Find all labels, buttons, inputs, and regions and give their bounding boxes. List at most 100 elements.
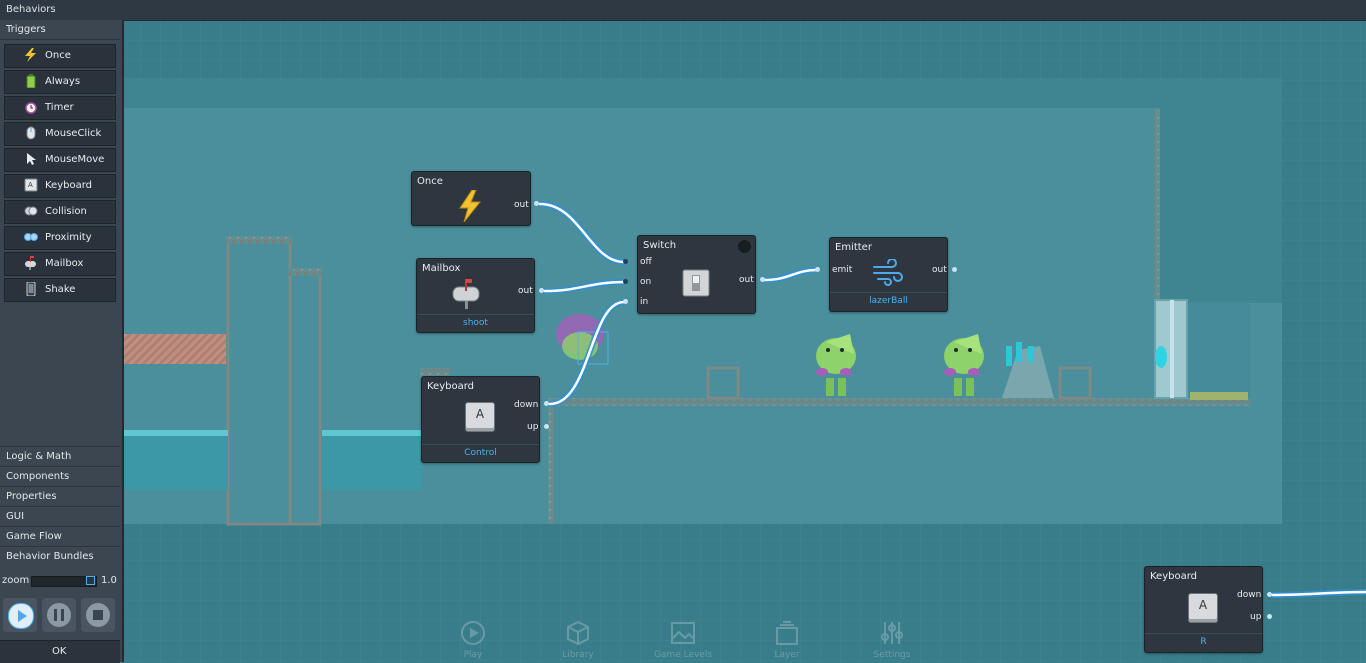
toolbar-game-levels-label: Game Levels [653,650,713,660]
mailbox-out-port[interactable] [539,288,544,293]
category-game-flow-label: Game Flow [6,531,62,542]
keyboard-up-label: up [527,422,539,432]
switch-in-port[interactable] [623,299,628,304]
switch-node-title: Switch [643,240,677,251]
pause-button[interactable] [42,598,76,632]
trigger-timer[interactable]: Timer [4,96,116,120]
category-components-label: Components [6,471,70,482]
category-gui[interactable]: GUI [0,506,120,526]
switch-on-port[interactable] [623,279,628,284]
zoom-slider-handle[interactable] [86,576,95,585]
emitter-node[interactable]: Emitter emit out lazerBall [829,237,948,312]
category-properties-label: Properties [6,491,57,502]
toolbar-play[interactable]: Play [443,618,503,662]
mailbox-icon [25,256,36,270]
keyboard-2-down-port[interactable] [1267,592,1272,597]
keyboard-node[interactable]: Keyboard A down up Control [421,376,540,463]
lightning-icon [459,190,482,222]
emitter-emit-label: emit [832,265,853,275]
emitter-emit-port[interactable] [815,267,820,272]
category-properties[interactable]: Properties [0,486,120,506]
toolbar-library[interactable]: Library [548,618,608,662]
stop-button[interactable] [81,598,115,632]
switch-node[interactable]: Switch off on in out [637,235,756,314]
category-behavior-bundles[interactable]: Behavior Bundles [0,546,120,566]
toolbar-game-levels[interactable]: Game Levels [653,618,713,662]
image-icon [671,622,695,644]
zoom-value: 1.0 [101,575,117,586]
category-gui-label: GUI [6,511,25,522]
ok-button-label: OK [52,646,67,657]
once-node-title: Once [417,176,443,187]
switch-on-label: on [640,277,652,287]
triggers-header[interactable]: Triggers [0,20,120,40]
svg-text:A: A [28,181,33,189]
trigger-mousemove-label: MouseMove [45,154,105,165]
keyboard-2-up-port[interactable] [1267,614,1272,619]
trigger-keyboard-label: Keyboard [45,180,93,191]
toolbar-layer[interactable]: Layer [757,618,817,662]
trigger-once[interactable]: Once [4,44,116,68]
key-icon: A [465,402,495,432]
zoom-slider-track[interactable] [31,576,97,587]
ok-button[interactable]: OK [0,640,120,663]
trigger-shake-label: Shake [45,284,76,295]
category-logic-math[interactable]: Logic & Math [0,446,120,466]
switch-off-port[interactable] [623,259,628,264]
category-behavior-bundles-label: Behavior Bundles [6,551,94,562]
keyboard-2-down-label: down [1237,590,1262,600]
cursor-icon [27,153,36,165]
switch-out-port[interactable] [760,277,765,282]
trigger-keyboard[interactable]: A Keyboard [4,174,116,198]
keyboard-separator [422,444,539,445]
battery-icon [26,74,36,88]
play-icon [18,610,27,622]
trigger-collision-label: Collision [45,206,87,217]
emitter-node-title: Emitter [835,242,872,253]
trigger-proximity-label: Proximity [45,232,92,243]
once-out-label: out [514,200,529,210]
lightning-icon [25,48,36,62]
zoom-control: zoom 1.0 [0,570,120,590]
emitter-object-name[interactable]: lazerBall [869,296,908,306]
switch-off-label: off [640,257,652,267]
behaviors-title-bar: Behaviors [0,0,1366,21]
keyboard-2-key-name[interactable]: R [1200,637,1207,647]
once-out-port[interactable] [534,201,539,206]
trigger-shake[interactable]: Shake [4,278,116,302]
trigger-once-label: Once [45,50,71,61]
mailbox-icon [452,279,480,309]
game-scene[interactable] [122,20,1366,662]
trigger-proximity[interactable]: Proximity [4,226,116,250]
emitter-out-label: out [932,265,947,275]
keyboard-down-label: down [514,400,539,410]
phone-icon [26,282,36,296]
keyboard-key-name[interactable]: Control [464,448,497,458]
trigger-collision[interactable]: Collision [4,200,116,224]
keyboard-node-2[interactable]: Keyboard A down up R [1144,566,1263,653]
trigger-mailbox[interactable]: Mailbox [4,252,116,276]
trigger-always[interactable]: Always [4,70,116,94]
trigger-mouseclick[interactable]: MouseClick [4,122,116,146]
trigger-always-label: Always [45,76,81,87]
alarm-clock-icon [25,102,37,114]
category-game-flow[interactable]: Game Flow [0,526,120,546]
keyboard-up-port[interactable] [544,424,549,429]
switch-status-indicator [738,240,751,253]
toolbar-settings[interactable]: Settings [862,618,922,662]
once-node[interactable]: Once out [411,171,531,226]
play-button[interactable] [3,598,37,632]
mailbox-message[interactable]: shoot [463,318,488,328]
category-components[interactable]: Components [0,466,120,486]
stop-icon [93,610,103,620]
keyboard-down-port[interactable] [544,401,549,406]
trigger-mouseclick-label: MouseClick [45,128,102,139]
mailbox-node[interactable]: Mailbox out shoot [416,258,535,333]
emitter-out-port[interactable] [952,267,957,272]
wind-icon [873,259,903,286]
trigger-mousemove[interactable]: MouseMove [4,148,116,172]
toolbar-library-label: Library [562,650,594,660]
keyboard-node-title: Keyboard [427,381,475,392]
trigger-mailbox-label: Mailbox [45,258,84,269]
play-circle-icon [461,621,485,645]
